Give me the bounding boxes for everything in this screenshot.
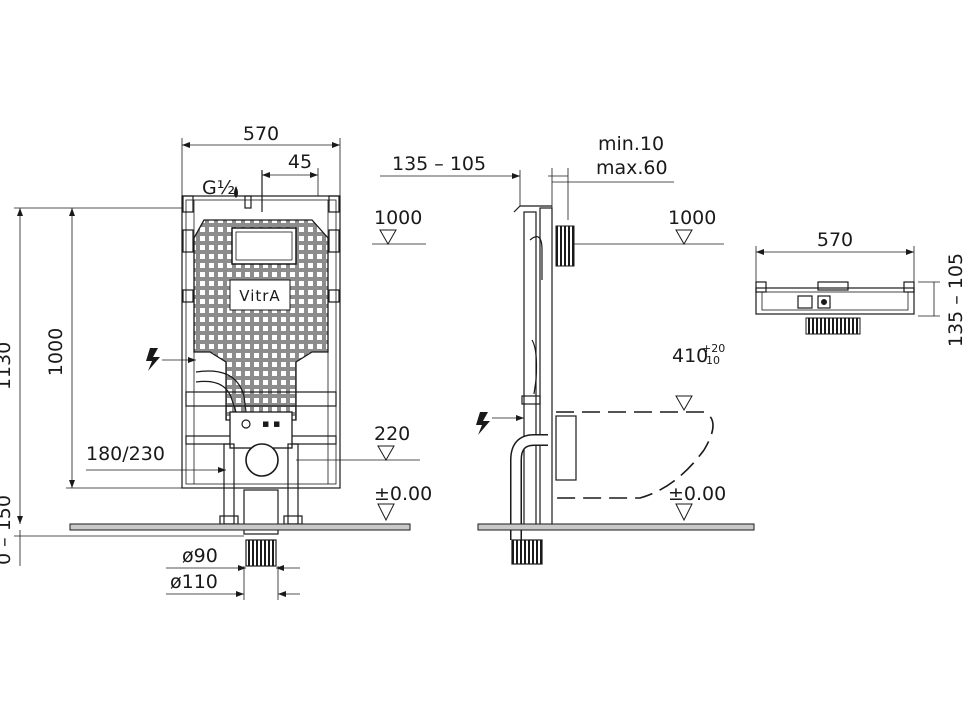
svg-text:▪ ▪: ▪ ▪	[262, 417, 280, 430]
tolerance-plus: +20	[702, 342, 725, 355]
offset-dimension: 45	[288, 151, 312, 173]
front-floor	[69, 523, 411, 531]
front-view: VitrA ▪ ▪ 570 45	[0, 123, 432, 600]
side-lightning-icon	[476, 412, 490, 435]
side-drain-pipe	[511, 539, 543, 565]
level-marker-icon	[379, 229, 397, 246]
top-width-dimension: 570	[817, 229, 853, 251]
front-frame-outline	[181, 195, 341, 489]
side-view: 135 – 105 min.10 max.60 1000 410 +20 -10…	[380, 133, 755, 565]
top-frame-outline	[755, 287, 915, 315]
drain-pipe	[245, 539, 277, 567]
brand-logo: VitrA	[239, 287, 280, 305]
wc-bowl-outline	[556, 411, 714, 499]
pipe-110-dimension: ø110	[170, 571, 218, 593]
water-drop-icon	[234, 186, 238, 198]
supply-thread-label: G½	[202, 177, 235, 199]
floor-adjust-dimension: 0 – 150	[0, 495, 15, 565]
side-floor	[477, 523, 755, 531]
total-height-dimension: 1130	[0, 342, 15, 390]
flush-plate-opening	[231, 227, 297, 265]
frame-height-dimension: 1000	[45, 328, 67, 376]
pipe-90-dimension: ø90	[182, 545, 218, 567]
side-level-zero: ±0.00	[668, 483, 726, 505]
cistern-tank	[193, 219, 329, 421]
front-level-1000: 1000	[374, 207, 422, 229]
outlet-height-dimension: 180/230	[86, 443, 165, 465]
max-dimension: max.60	[596, 157, 668, 179]
side-level-410: 410	[672, 345, 708, 367]
brand-plate	[229, 279, 291, 311]
min-dimension: min.10	[598, 133, 664, 155]
side-frame-front	[523, 211, 537, 527]
front-frame-inner	[185, 199, 337, 485]
side-level-1000: 1000	[668, 207, 716, 229]
top-depth-dimension: 135 – 105	[945, 253, 967, 347]
top-flush-plate	[805, 317, 861, 335]
side-flush-plate	[555, 225, 575, 267]
electrical-conduit	[195, 380, 237, 413]
lightning-icon	[146, 348, 160, 371]
width-dimension: 570	[243, 123, 279, 145]
flush-bend-plate	[229, 411, 293, 449]
front-level-220: 220	[374, 423, 410, 445]
tolerance-minus: -10	[702, 354, 720, 367]
side-depth-dimension: 135 – 105	[392, 153, 486, 175]
drain-outlet	[245, 443, 279, 477]
top-view: 570 135 – 105	[755, 229, 967, 347]
front-level-zero: ±0.00	[374, 483, 432, 505]
